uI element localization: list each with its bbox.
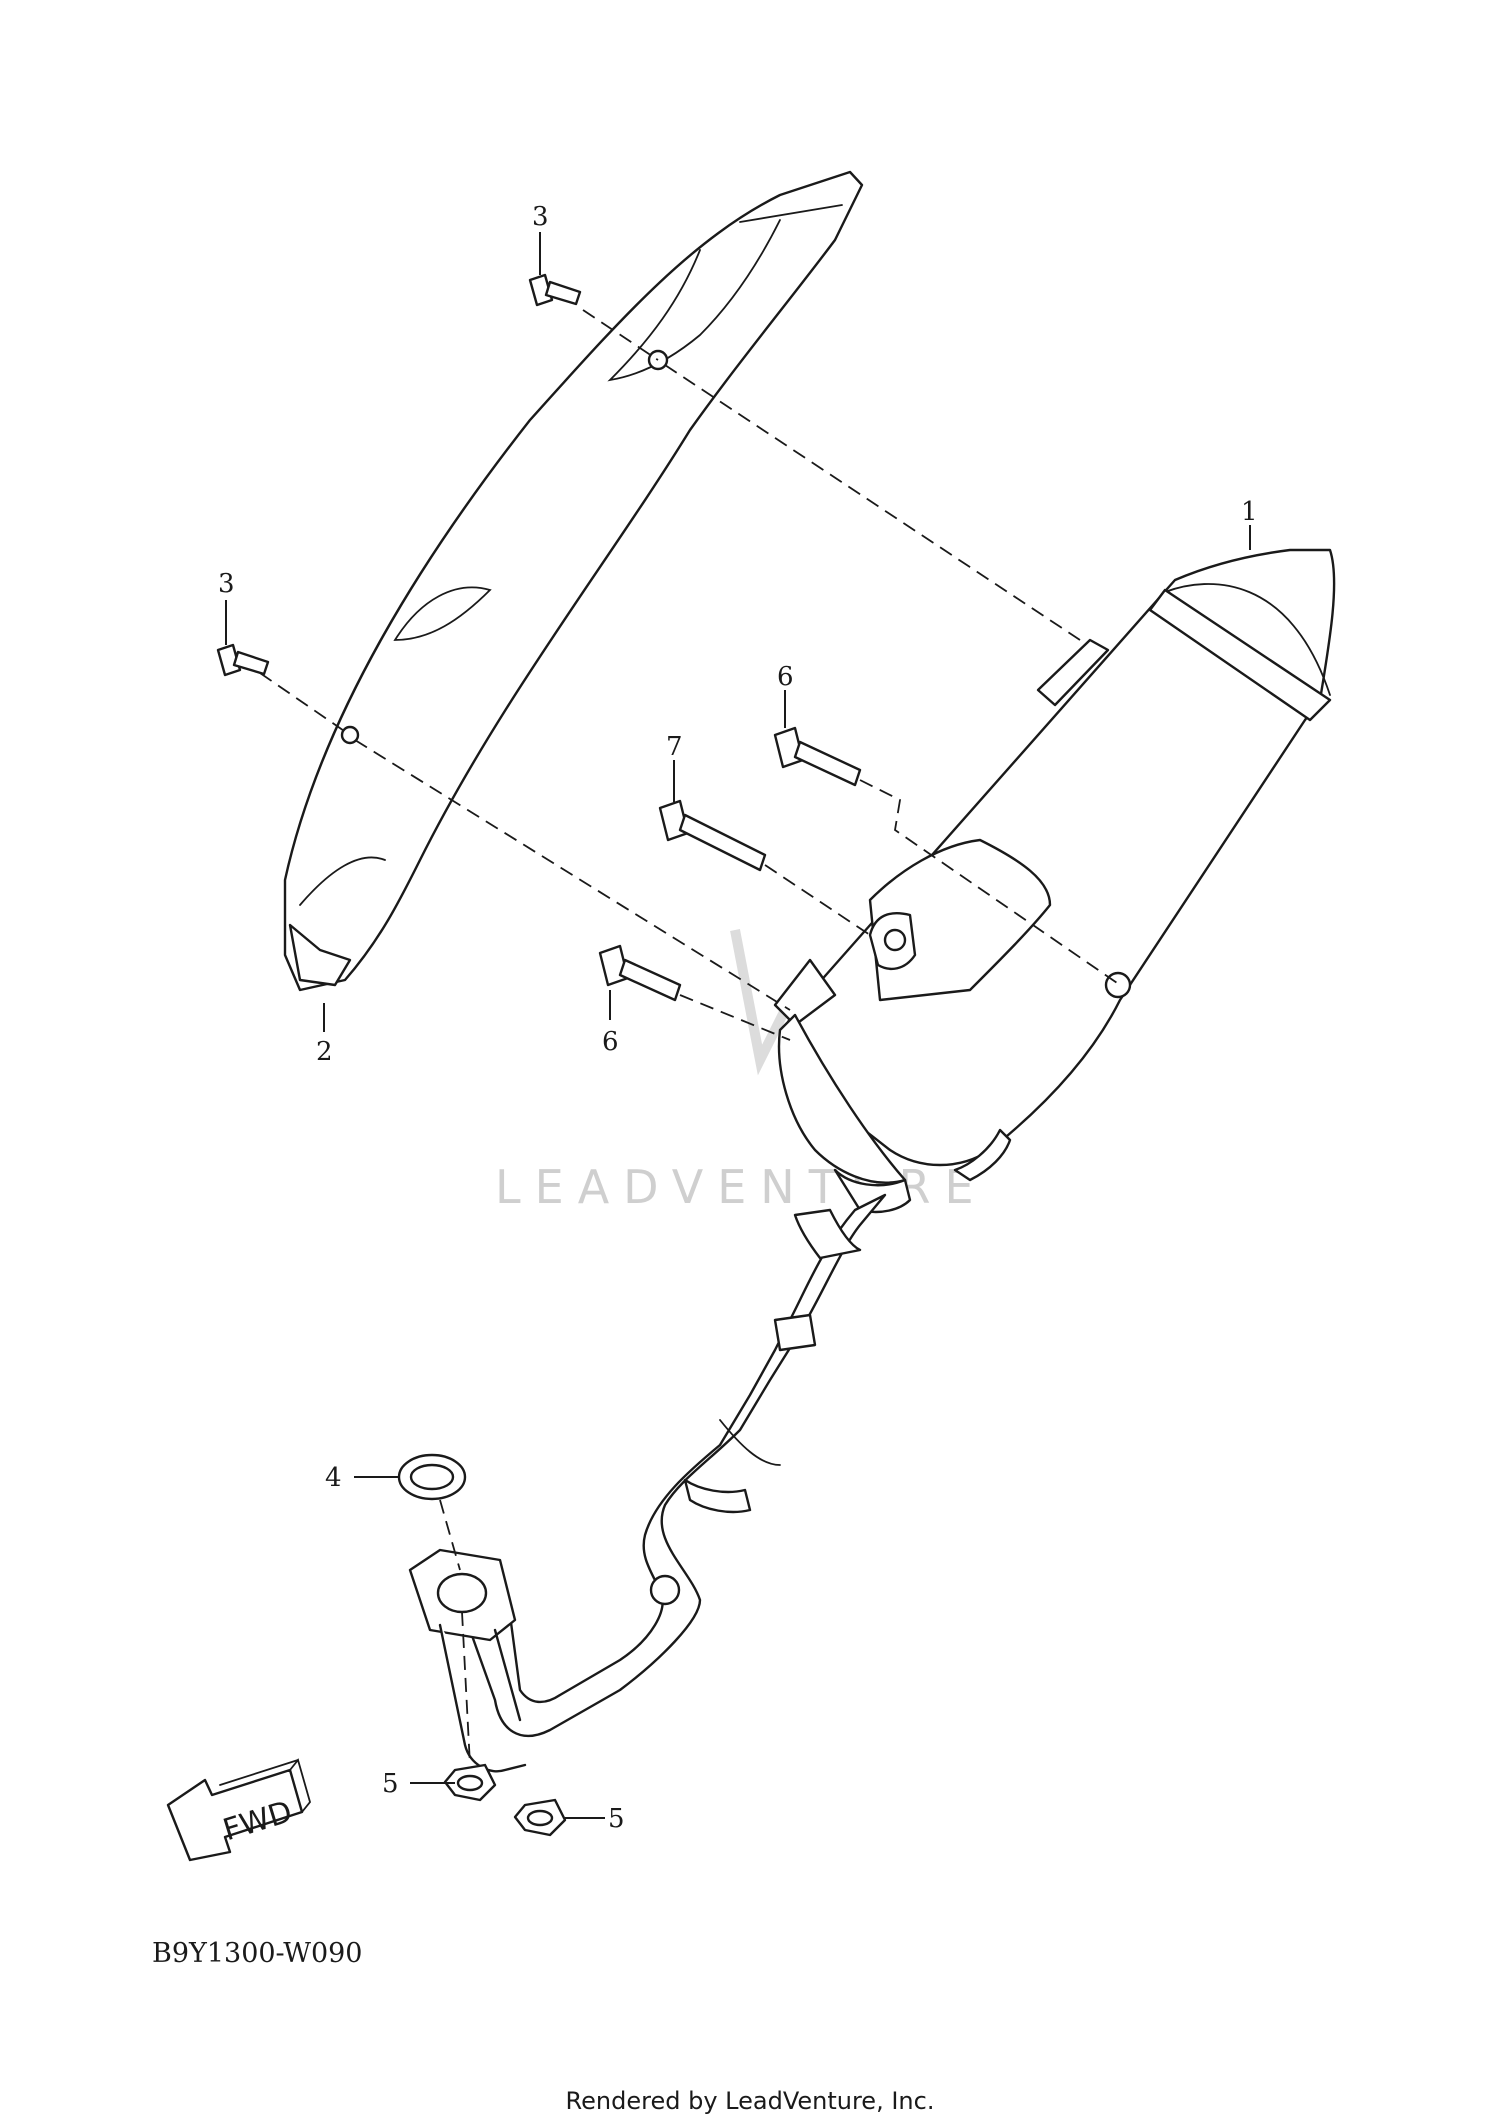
callout-part-6-upper: 6 bbox=[777, 662, 794, 692]
render-credit: Rendered by LeadVenture, Inc. bbox=[565, 2087, 935, 2115]
callout-part-7: 7 bbox=[666, 732, 683, 762]
callout-part-4: 4 bbox=[325, 1463, 342, 1493]
bolt-lower[interactable] bbox=[598, 944, 682, 1002]
fwd-arrow: FWD bbox=[166, 1758, 311, 1862]
long-bolt[interactable] bbox=[658, 799, 767, 872]
callout-part-1: 1 bbox=[1241, 497, 1258, 527]
assembly-lines bbox=[259, 309, 1121, 1766]
watermark-text: LEADVENTURE bbox=[495, 1160, 988, 1214]
callout-part-5-left: 5 bbox=[382, 1769, 399, 1799]
callout-leaders bbox=[225, 232, 1251, 1819]
exhaust-pipe[interactable] bbox=[408, 1193, 887, 1773]
gasket[interactable] bbox=[397, 1453, 467, 1501]
muffler-assembly[interactable] bbox=[773, 548, 1336, 1214]
nut-left[interactable] bbox=[443, 1763, 497, 1802]
nut-right[interactable] bbox=[513, 1798, 567, 1837]
screw-lower[interactable] bbox=[216, 643, 270, 677]
screw-upper[interactable] bbox=[528, 273, 582, 307]
callout-part-5-right: 5 bbox=[608, 1804, 625, 1834]
callout-part-2: 2 bbox=[316, 1037, 333, 1067]
callout-part-3-upper: 3 bbox=[532, 202, 549, 232]
heat-protector-cover[interactable] bbox=[283, 170, 864, 992]
callout-numbers: 1 2 3 3 4 5 5 6 6 7 bbox=[218, 202, 1258, 1834]
callout-part-3-lower: 3 bbox=[218, 569, 235, 599]
diagram-code: B9Y1300-W090 bbox=[152, 1938, 363, 1969]
callout-part-6-lower: 6 bbox=[602, 1027, 619, 1057]
bolt-upper[interactable] bbox=[773, 726, 862, 787]
